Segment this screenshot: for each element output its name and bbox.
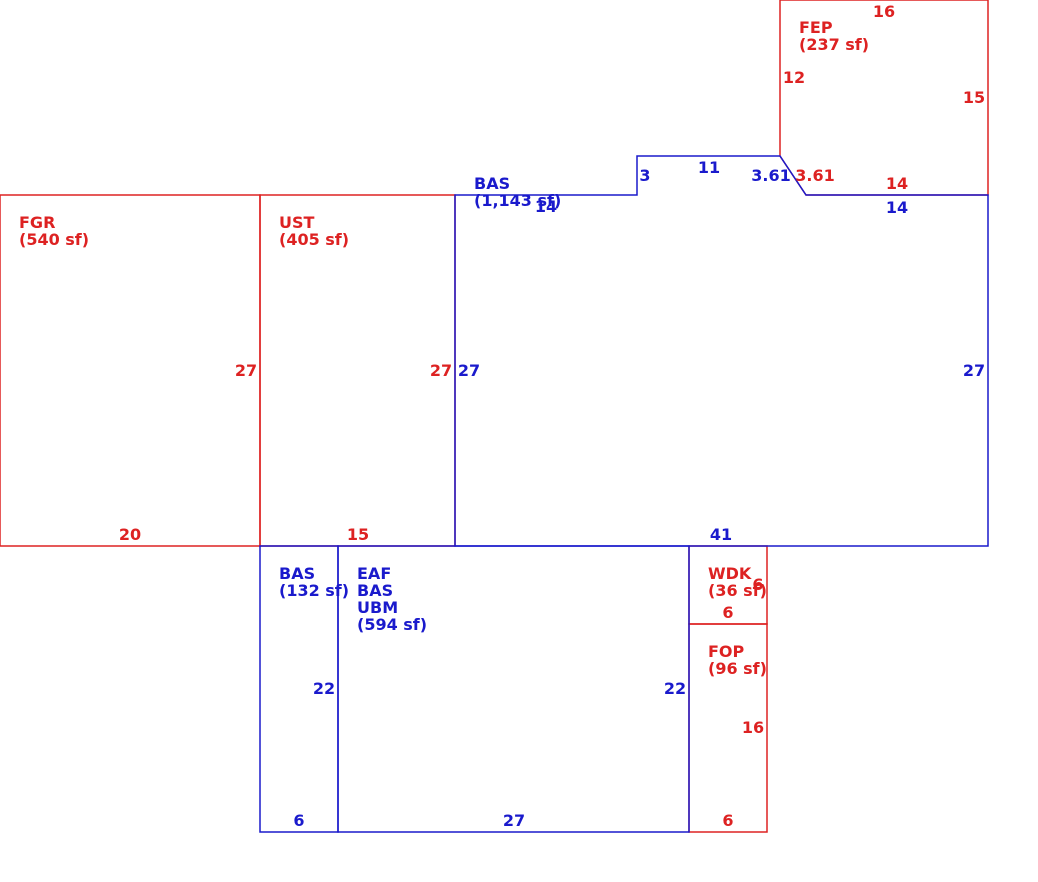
wdk-right-dimension: 6 [752,575,763,594]
bas-main-top-right-dimension: 14 [886,198,908,217]
fop-bottom-dimension: 6 [722,811,733,830]
fep-angle-dimension: 3.61 [795,166,834,185]
fep-bottom-dimension: 14 [886,174,908,193]
ust-right-dimension: 27 [430,361,452,380]
wdk-label: WDK (36 sf) [708,564,767,600]
bas-main-bottom-dimension: 41 [710,525,732,544]
bas-small-bottom-dimension: 6 [293,811,304,830]
fop-label: FOP (96 sf) [708,642,767,678]
fep-top-dimension: 16 [873,2,895,21]
eaf-bas-ubm-label: EAF BAS UBM (594 sf) [357,564,427,634]
fgr-label: FGR (540 sf) [19,213,89,249]
bas-main-angle-dimension: 3.61 [751,166,790,185]
area-labels: FGR (540 sf) UST (405 sf) BAS (1,143 sf)… [19,18,869,678]
bas-main-step-dimension: 3 [639,166,650,185]
fgr-right-dimension: 27 [235,361,257,380]
ust-label: UST (405 sf) [279,213,349,249]
fep-left-dimension: 12 [783,68,805,87]
eaf-bas-ubm-outline [337,545,690,833]
bas-small-right-dimension: 22 [313,679,335,698]
bas-main-right-dimension: 27 [963,361,985,380]
bas-main-top-mid-dimension: 11 [698,158,720,177]
eaf-bas-ubm-bottom-dimension: 27 [503,811,525,830]
fep-label: FEP (237 sf) [799,18,869,54]
bas-main-left-dimension: 27 [458,361,480,380]
dimension-labels: 27 20 27 15 14 3 11 3.61 14 27 27 41 16 … [119,2,985,830]
wdk-bottom-dimension: 6 [722,603,733,622]
fgr-bottom-dimension: 20 [119,525,141,544]
bas-main-top-left-dimension: 14 [535,197,557,216]
ust-bottom-dimension: 15 [347,525,369,544]
fop-right-dimension: 16 [742,718,764,737]
area-outlines [0,0,989,833]
bas-main-label: BAS (1,143 sf) [474,174,561,210]
bas-small-label: BAS (132 sf) [279,564,349,600]
fep-right-dimension: 15 [963,88,985,107]
eaf-bas-ubm-right-dimension: 22 [664,679,686,698]
